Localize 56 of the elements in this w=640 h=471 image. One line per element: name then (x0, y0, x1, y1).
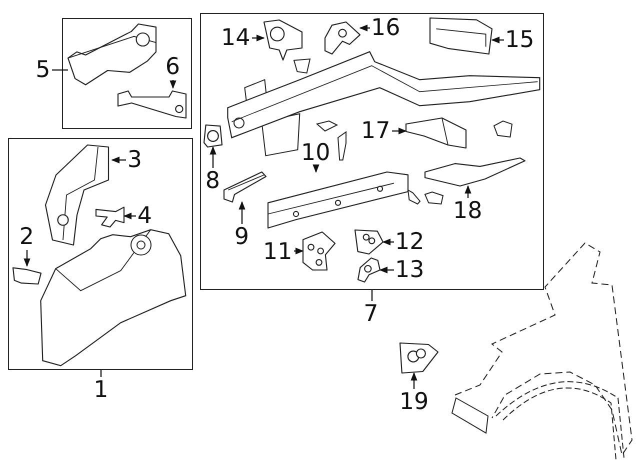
callout-number: 18 (452, 198, 484, 224)
bracket-drawing (12, 266, 41, 284)
assembly-frame (200, 13, 544, 290)
leader-line (100, 370, 102, 377)
leader-line (371, 290, 373, 301)
arrow (379, 266, 394, 274)
callout-number: 1 (92, 377, 110, 403)
callout-number: 4 (136, 202, 154, 229)
arrow (252, 34, 265, 42)
arrow (491, 36, 504, 44)
bracket-drawing (324, 22, 360, 54)
bracket-drawing (400, 343, 438, 373)
bracket-drawing (302, 232, 335, 270)
callout-number: 11 (262, 238, 294, 265)
gusset-drawing (354, 230, 383, 254)
callout-number: 12 (394, 228, 426, 255)
bracket-drawing (118, 88, 186, 118)
bracket-drawing (264, 20, 302, 60)
arrow (238, 201, 246, 224)
arrow (410, 372, 418, 389)
arrow (24, 250, 30, 267)
arrow (111, 156, 126, 164)
callout-number: 8 (204, 168, 222, 194)
panel-drawing (430, 18, 492, 54)
reinforcement-drawing (424, 158, 525, 186)
clip-drawing (96, 204, 124, 227)
arrow (312, 164, 320, 173)
leader-line (52, 69, 68, 71)
callout-number: 16 (370, 14, 402, 41)
assembly-frame (8, 138, 193, 370)
callout-number: 10 (300, 140, 332, 166)
callout-number: 3 (126, 146, 144, 173)
mount-drawing (204, 124, 222, 147)
arrow (294, 248, 304, 254)
callout-number: 7 (362, 301, 380, 327)
callout-number: 2 (18, 224, 36, 250)
arrow (392, 128, 407, 134)
arrow (359, 24, 370, 32)
assembly-frame (62, 18, 192, 129)
callout-number: 5 (34, 57, 52, 83)
arrow (464, 185, 472, 198)
callout-number: 14 (220, 24, 252, 51)
callout-number: 6 (164, 54, 182, 80)
channel-drawing (224, 172, 266, 202)
frame-rail-drawing (68, 24, 156, 86)
callout-number: 19 (398, 389, 430, 415)
callout-number: 17 (360, 118, 392, 144)
callout-number: 9 (232, 224, 251, 250)
arrow (123, 212, 136, 220)
arrow (210, 146, 216, 168)
arrow (170, 80, 176, 89)
callout-number: 13 (394, 256, 426, 283)
bracket-drawing (358, 258, 380, 282)
bracket-drawing (406, 118, 466, 148)
callout-number: 15 (504, 26, 536, 53)
arrow (382, 238, 394, 246)
